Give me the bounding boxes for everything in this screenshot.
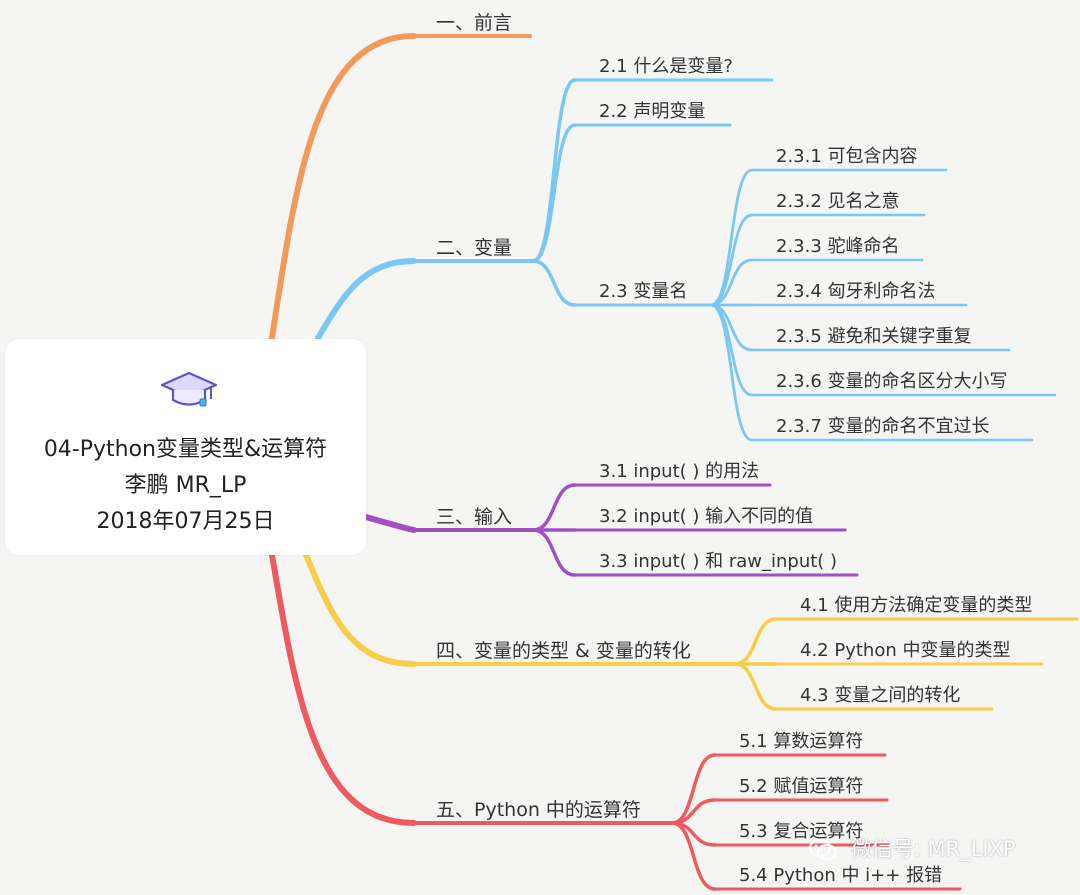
root-author: 李鹏 MR_LP [124,473,247,498]
leaf-node-2-3-2[interactable]: 2.3.2 见名之意 [776,191,900,212]
branch-node-b4[interactable]: 四、变量的类型 & 变量的转化 [436,640,691,662]
root-node[interactable]: 04-Python变量类型&运算符 李鹏 MR_LP 2018年07月25日 [5,339,366,555]
connector-b4 [303,552,417,667]
subnode-b5-3[interactable]: 5.3 复合运算符 [739,821,864,842]
connector-b2-2 [531,123,577,263]
root-date: 2018年07月25日 [96,509,275,534]
subnode-b3-1[interactable]: 3.1 input( ) 的用法 [599,461,760,482]
branch-node-b2[interactable]: 二、变量 [436,237,513,259]
connector-b3 [363,514,417,533]
connector-b3-1 [531,483,577,532]
subnode-b4-2[interactable]: 4.2 Python 中变量的类型 [800,640,1011,661]
subnode-b5-2[interactable]: 5.2 赋值运算符 [739,776,864,797]
subnode-b3-2[interactable]: 3.2 input( ) 输入不同的值 [599,506,814,527]
subnode-b2-3[interactable]: 2.3 变量名 [599,281,688,302]
leaf-node-2-3-1[interactable]: 2.3.1 可包含内容 [776,146,918,167]
branch-node-b1[interactable]: 一、前言 [436,12,513,34]
subnode-b4-1[interactable]: 4.1 使用方法确定变量的类型 [800,595,1033,616]
connector-b2-1 [531,78,577,263]
leaf-node-2-3-3[interactable]: 2.3.3 驼峰命名 [776,236,900,257]
connector-b2 [315,258,417,341]
graduation-cap-icon [160,371,218,407]
leaf-node-2-3-4[interactable]: 2.3.4 匈牙利命名法 [776,281,936,302]
connector-b2-3 [531,259,577,307]
leaf-node-2-3-6[interactable]: 2.3.6 变量的命名区分大小写 [776,371,1008,392]
watermark: 微信号: MR_LIXP [808,833,1016,863]
subnode-b5-1[interactable]: 5.1 算数运算符 [739,731,864,752]
connector-b2-3-2 [709,213,754,307]
subnode-b2-2[interactable]: 2.2 声明变量 [599,101,706,122]
subnode-b4-3[interactable]: 4.3 变量之间的转化 [800,685,961,706]
connector-b4-3 [733,662,778,711]
connector-b5 [269,552,417,826]
branch-node-b5[interactable]: 五、Python 中的运算符 [436,799,641,821]
wechat-icon [809,839,837,860]
subnode-b5-4[interactable]: 5.4 Python 中 i++ 报错 [739,865,943,886]
leaf-node-2-3-5[interactable]: 2.3.5 避免和关键字重复 [776,326,972,347]
connector-b5-4 [670,821,717,891]
connector-b4-1 [733,617,778,666]
watermark-text: 微信号: MR_LIXP [850,837,1016,861]
connector-b2-3-7 [709,303,754,442]
connector-b1 [269,33,417,341]
root-title: 04-Python变量类型&运算符 [43,437,328,462]
connector-b3-3 [531,528,577,577]
branch-node-b3[interactable]: 三、输入 [436,506,513,528]
subnode-b3-3[interactable]: 3.3 input( ) 和 raw_input( ) [599,551,838,572]
leaf-node-2-3-7[interactable]: 2.3.7 变量的命名不宜过长 [776,416,990,437]
subnode-b2-1[interactable]: 2.1 什么是变量? [599,56,733,77]
